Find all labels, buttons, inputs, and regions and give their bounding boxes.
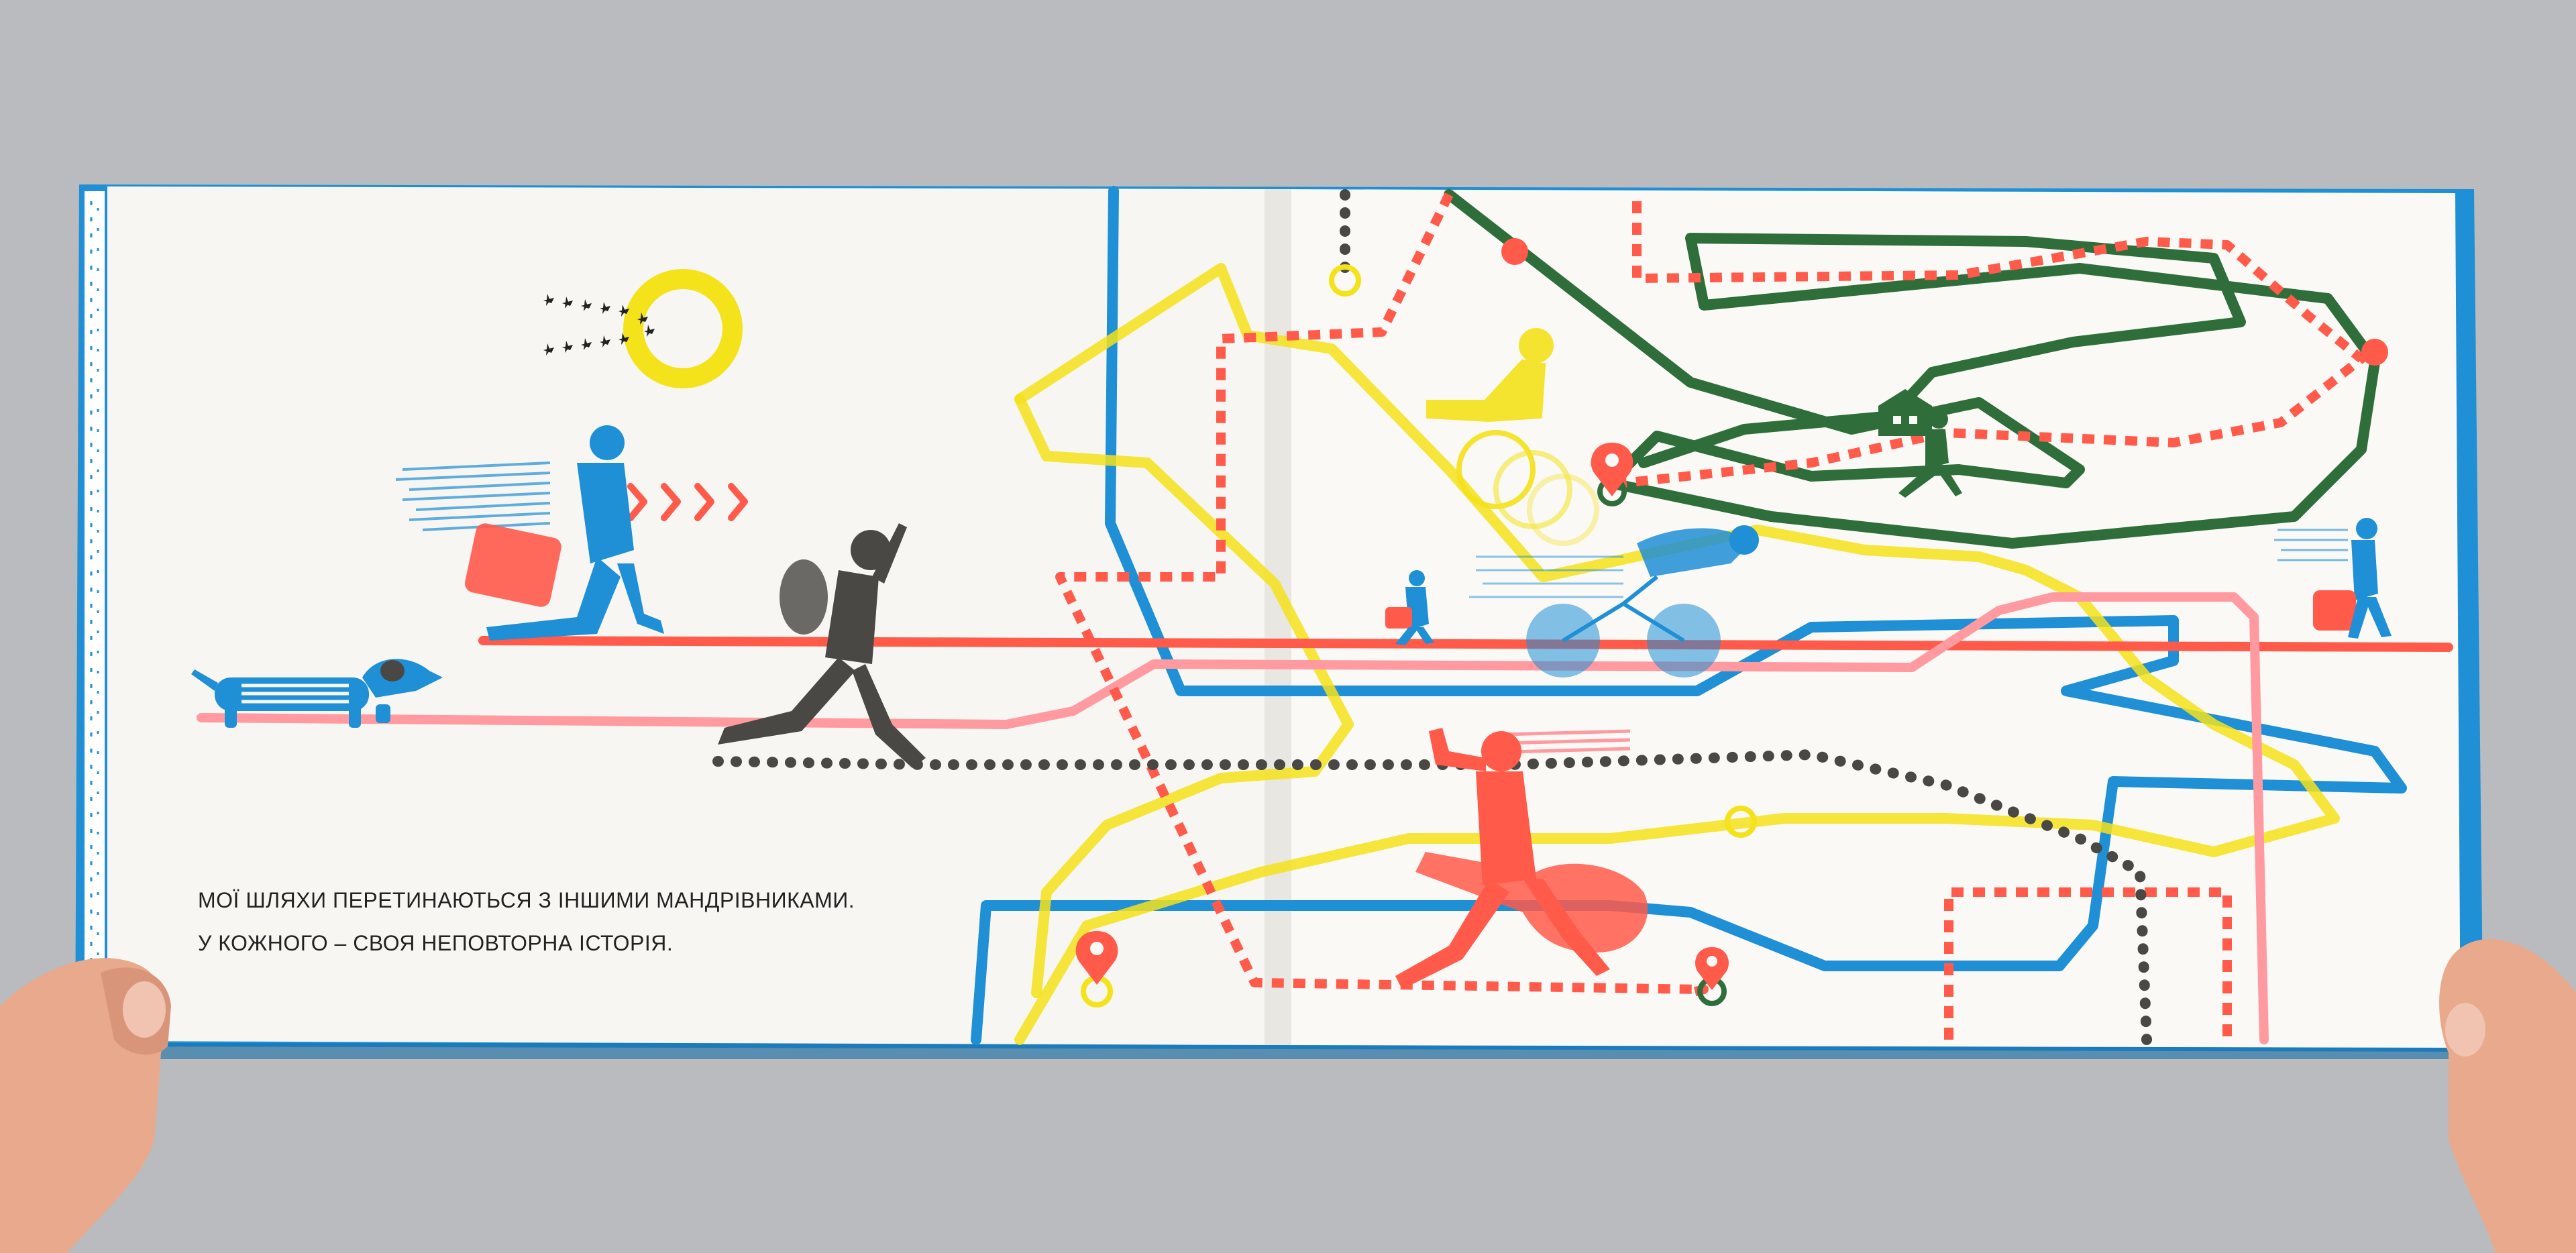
small-traveler-figure (1385, 570, 1434, 645)
route-dotted (712, 749, 2152, 1045)
right-traveler-figure (2274, 518, 2392, 639)
routes (197, 186, 2453, 1045)
blue-traveler-figure (395, 425, 664, 641)
house-icon (1878, 389, 1932, 436)
hiker-figure (718, 523, 926, 768)
route-red-dashed-2 (1623, 201, 2366, 488)
caption-line-2: У КОЖНОГО – СВОЯ НЕПОВТОРНА ІСТОРІЯ. (198, 931, 674, 955)
right-page (1278, 189, 2461, 1048)
left-hand (0, 958, 171, 1253)
route-yellow-2 (1014, 394, 1354, 998)
route-pink (197, 592, 2269, 1044)
right-hand (2439, 939, 2576, 1253)
caption-line-1: МОЇ ШЛЯХИ ПЕРЕТИНАЮТЬСЯ З ІНШИМИ МАНДРІВ… (198, 888, 855, 912)
chevron-arrows-icon (627, 483, 748, 521)
dachshund-figure (191, 659, 443, 728)
map-pin-icon (1075, 931, 1118, 985)
bird-flock-icon (543, 294, 655, 356)
wheelchair-rider-figure (1426, 328, 1599, 546)
map-pins (1075, 443, 1729, 990)
house-carrier-figure (1878, 389, 1962, 498)
map-pin-icon (1591, 443, 1633, 496)
route-red-dashed-3 (1944, 887, 2232, 1040)
waypoint-dot (2361, 339, 2388, 366)
route-blue (971, 186, 2407, 1045)
route-green (1444, 189, 2380, 549)
map-pin-icon (1695, 947, 1729, 990)
route-yellow (1014, 263, 2340, 1045)
waypoint-dot (1501, 238, 1528, 265)
waypoint-ring (1725, 806, 1757, 838)
route-red-solid (478, 636, 2453, 652)
left-page (107, 186, 1278, 1045)
route-red-dashed (1055, 192, 1709, 997)
cyclist-figure (1469, 525, 1759, 677)
sun-icon (623, 269, 743, 388)
waypoint-ring (1329, 264, 1361, 296)
guitar-musician-figure (1395, 728, 1648, 989)
